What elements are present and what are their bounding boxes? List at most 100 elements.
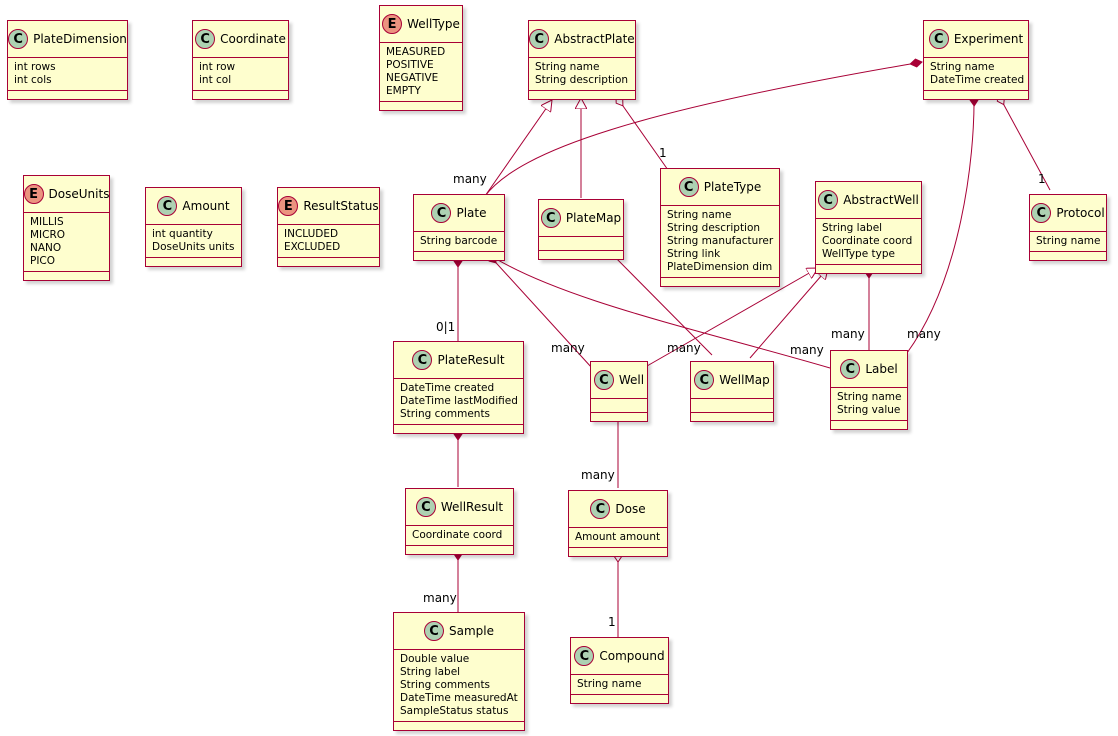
class-icon: C <box>678 177 699 197</box>
attribute: Coordinate coord <box>822 235 913 247</box>
multiplicity-label: 1 <box>1038 172 1046 186</box>
multiplicity-label: 0|1 <box>436 320 456 334</box>
multiplicity-label: 1 <box>608 615 616 629</box>
edge-experiment-label <box>906 93 979 354</box>
class-wellmap: C WellMap <box>690 361 774 422</box>
edge-plate-label <box>487 253 831 369</box>
class-plate: C Plate String barcode <box>413 194 505 261</box>
class-icon: C <box>195 29 216 49</box>
multiplicity-label: many <box>453 172 487 186</box>
multiplicity-label: many <box>907 327 941 341</box>
attribute: int row <box>199 61 236 73</box>
enum-value: INCLUDED <box>284 228 339 240</box>
enum-value: NEGATIVE <box>386 72 439 84</box>
class-name: AbstractPlate <box>554 32 635 46</box>
class-name: Compound <box>599 649 665 663</box>
attribute: int quantity <box>152 228 213 240</box>
attribute: Amount amount <box>575 531 661 543</box>
attribute: PlateDimension dim <box>667 261 773 273</box>
multiplicity-label: 1 <box>659 146 667 160</box>
class-icon: C <box>431 203 452 223</box>
attribute: String name <box>837 391 902 403</box>
class-name: Sample <box>449 624 494 638</box>
class-icon: C <box>928 29 949 49</box>
class-experiment: C Experiment String name DateTime created <box>923 20 1029 100</box>
class-name: Experiment <box>953 32 1024 46</box>
class-icon: C <box>529 29 550 49</box>
class-icon: C <box>157 196 178 216</box>
enum-value: PICO <box>30 255 56 267</box>
attribute: DateTime created <box>930 74 1025 86</box>
attribute: String comments <box>400 679 491 691</box>
attribute: String name <box>930 61 995 73</box>
attribute: DoseUnits units <box>152 241 235 253</box>
enum-icon: E <box>278 196 299 216</box>
class-icon: C <box>694 370 715 390</box>
multiplicity-label: many <box>790 343 824 357</box>
class-name: WellType <box>407 17 460 31</box>
multiplicity-label: many <box>831 327 865 341</box>
class-icon: C <box>590 499 611 519</box>
attribute: String value <box>837 404 901 416</box>
class-name: AbstractWell <box>843 193 919 207</box>
attribute: String barcode <box>420 235 498 247</box>
attribute: int col <box>199 74 232 86</box>
class-name: Amount <box>182 199 230 213</box>
enum-value: MEASURED <box>386 46 446 58</box>
class-name: WellMap <box>719 373 770 387</box>
attribute: String comments <box>400 408 491 420</box>
attribute: int cols <box>14 74 52 86</box>
attribute: String manufacturer <box>667 235 774 247</box>
class-icon: C <box>840 359 861 379</box>
class-icon: C <box>8 29 29 49</box>
class-name: Label <box>865 362 898 376</box>
attribute: String label <box>822 222 883 234</box>
attribute: String name <box>667 209 732 221</box>
attribute: SampleStatus status <box>400 705 509 717</box>
class-name: PlateType <box>703 180 762 194</box>
class-name: ResultStatus <box>303 199 379 213</box>
class-name: Plate <box>456 206 487 220</box>
attribute: Coordinate coord <box>412 529 503 541</box>
edge-well-abstractwell <box>639 268 818 371</box>
attribute: DateTime lastModified <box>400 395 518 407</box>
class-name: WellResult <box>440 500 504 514</box>
enum-value: MICRO <box>30 229 66 241</box>
class-name: DoseUnits <box>48 187 110 201</box>
edge-wellmap-abstractwell <box>749 268 828 359</box>
enum-value: EMPTY <box>386 85 421 97</box>
class-coordinate: C Coordinate int row int col <box>192 20 289 100</box>
attribute: String link <box>667 248 721 260</box>
class-name: PlateDimension <box>33 32 127 46</box>
multiplicity-label: many <box>581 468 615 482</box>
attribute: String name <box>577 678 642 690</box>
attribute: WellType type <box>822 248 895 260</box>
edge-experiment-protocol <box>996 93 1051 191</box>
edge-experiment-plate <box>484 58 923 197</box>
class-name: Coordinate <box>220 32 286 46</box>
multiplicity-label: many <box>423 591 457 605</box>
edge-abstractplate-platetype <box>615 95 669 171</box>
attribute: Double value <box>400 653 470 665</box>
enum-value: NANO <box>30 242 62 254</box>
enum-icon: E <box>23 184 44 204</box>
attribute: DateTime created <box>400 382 495 394</box>
attribute: String name <box>535 61 600 73</box>
class-name: Well <box>618 373 645 387</box>
